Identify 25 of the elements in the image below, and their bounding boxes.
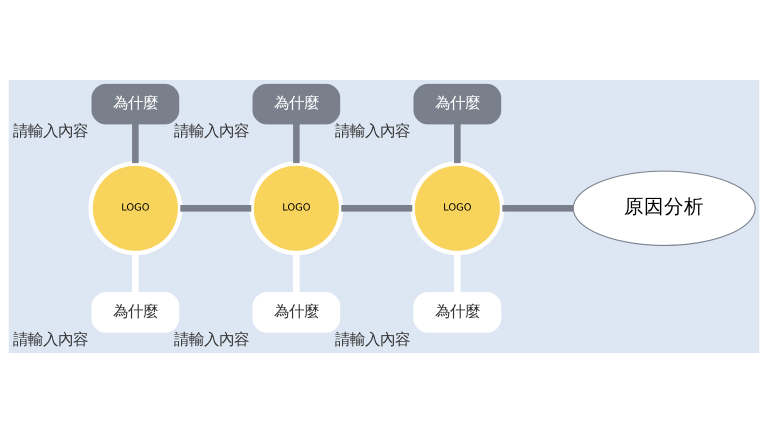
node-box: 為什麼 [252,292,340,332]
node-box: 為什麼 [92,83,180,124]
node-box: 為什麼 [414,292,502,332]
connector [132,252,139,292]
node-box: 為什麼 [252,83,340,124]
node-circle: LOGO [249,160,344,255]
node-label: 請輸入內容 [335,122,410,140]
node-ellipse: 原因分析 [572,170,756,246]
node-label: 請輸入內容 [13,122,88,140]
node-label: 請輸入內容 [13,330,88,348]
node-label: 請輸入內容 [174,330,250,348]
connector [132,123,139,163]
node-label: 請輸入內容 [174,122,250,140]
connector [454,123,461,163]
node-label: 請輸入內容 [335,330,410,348]
connector [180,204,252,212]
node-circle: LOGO [410,160,504,255]
node-box: 為什麼 [92,292,180,332]
connector [293,252,300,292]
connector [502,204,574,212]
node-box: 為什麼 [414,83,502,124]
connector [454,252,461,292]
connector [293,123,300,163]
node-circle: LOGO [88,160,182,255]
connector [341,204,412,212]
